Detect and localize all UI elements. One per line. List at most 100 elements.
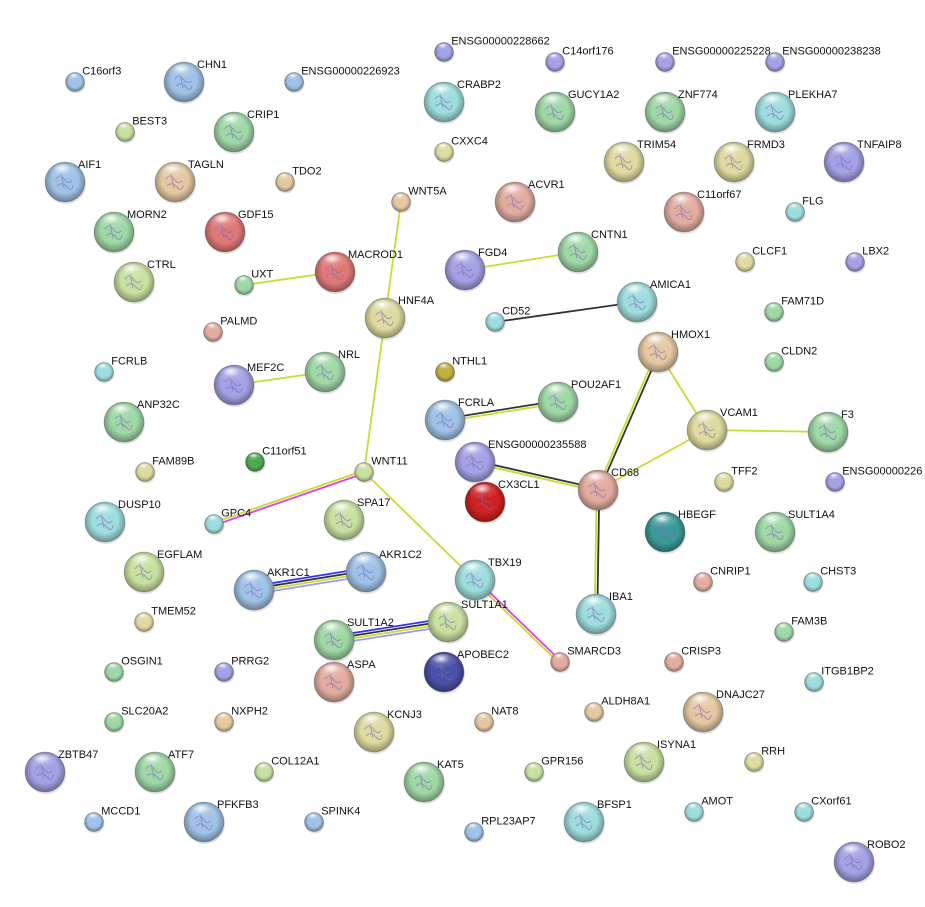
node-rpl23ap7[interactable]: RPL23AP7: [464, 815, 536, 844]
node-amot[interactable]: AMOT: [684, 795, 734, 824]
node-fam3b[interactable]: FAM3B: [774, 615, 828, 644]
node-cnrip1[interactable]: CNRIP1: [693, 565, 751, 594]
node-morn2[interactable]: MORN2: [93, 209, 167, 254]
node-cd68[interactable]: CD68: [577, 467, 639, 512]
node-mef2c[interactable]: MEF2C: [213, 362, 284, 407]
node-col12a1[interactable]: COL12A1: [254, 755, 320, 784]
node-sult1a2[interactable]: SULT1A2: [313, 617, 394, 662]
node-ensg00000228662[interactable]: ENSG00000228662: [434, 35, 550, 64]
node-clcf1[interactable]: CLCF1: [735, 245, 788, 274]
node-c16orf3[interactable]: C16orf3: [65, 65, 122, 94]
node-frmd3[interactable]: FRMD3: [713, 139, 785, 184]
node-vcam1[interactable]: VCAM1: [686, 407, 758, 452]
node-rrh[interactable]: RRH: [744, 745, 786, 774]
edge-CD52-AMICA1[interactable]: [494, 301, 638, 323]
node-ensg00000226923[interactable]: ENSG00000226923: [284, 65, 400, 94]
node-ensg00000235588[interactable]: ENSG00000235588: [454, 439, 586, 484]
node-akr1c1[interactable]: AKR1C1: [233, 567, 310, 612]
node-amica1[interactable]: AMICA1: [616, 279, 691, 324]
node-ctrl[interactable]: CTRL: [113, 259, 176, 304]
node-iba1[interactable]: IBA1: [575, 591, 633, 636]
edge-ENSG00000235588-CD68[interactable]: [474, 459, 599, 493]
node-c14orf176[interactable]: C14orf176: [545, 45, 614, 74]
node-best3[interactable]: BEST3: [115, 115, 168, 144]
node-spa17[interactable]: SPA17: [323, 497, 390, 542]
node-gpr156[interactable]: GPR156: [524, 755, 584, 784]
node-aldh8a1[interactable]: ALDH8A1: [584, 695, 651, 724]
node-slc20a2[interactable]: SLC20A2: [104, 705, 169, 734]
node-nat8[interactable]: NAT8: [474, 705, 519, 734]
edge-HMOX1-CD68[interactable]: [595, 351, 661, 491]
node-hmox1[interactable]: HMOX1: [637, 329, 710, 374]
node-dnajc27[interactable]: DNAJC27: [682, 689, 765, 734]
node-spink4[interactable]: SPINK4: [304, 805, 361, 834]
node-mccd1[interactable]: MCCD1: [84, 805, 141, 834]
node-osgin1[interactable]: OSGIN1: [104, 655, 163, 684]
node-aif1[interactable]: AIF1: [44, 159, 101, 204]
node-prrg2[interactable]: PRRG2: [214, 655, 270, 684]
node-egflam[interactable]: EGFLAM: [123, 549, 202, 594]
node-dusp10[interactable]: DUSP10: [84, 499, 161, 544]
node-f3[interactable]: F3: [807, 409, 854, 454]
node-tagln[interactable]: TAGLN: [154, 159, 224, 204]
node-lbx2[interactable]: LBX2: [845, 245, 890, 274]
node-trim54[interactable]: TRIM54: [603, 139, 676, 184]
node-cntn1[interactable]: CNTN1: [557, 229, 628, 274]
node-plekha7[interactable]: PLEKHA7: [754, 89, 838, 134]
node-c11orf67[interactable]: C11orf67: [663, 189, 741, 234]
node-wnt5a[interactable]: WNT5A: [391, 185, 448, 214]
edge-VCAM1-CD68[interactable]: [597, 429, 708, 491]
node-pfkfb3[interactable]: PFKFB3: [183, 799, 259, 844]
node-tmem52[interactable]: TMEM52: [134, 605, 196, 634]
node-nxph2[interactable]: NXPH2: [214, 705, 268, 734]
node-cxxc4[interactable]: CXXC4: [434, 135, 488, 164]
node-gpc4[interactable]: GPC4: [204, 507, 252, 536]
node-fam71d[interactable]: FAM71D: [764, 295, 825, 324]
node-cxorf61[interactable]: CXorf61: [794, 795, 852, 824]
node-sult1a4[interactable]: SULT1A4: [754, 509, 835, 554]
node-pou2af1[interactable]: POU2AF1: [537, 379, 621, 424]
node-akr1c2[interactable]: AKR1C2: [345, 549, 422, 594]
node-nrl[interactable]: NRL: [304, 349, 360, 394]
node-fcrlb[interactable]: FCRLB: [94, 355, 148, 384]
node-nthl1[interactable]: NTHL1: [435, 355, 488, 384]
node-ensg00000225228[interactable]: ENSG00000225228: [655, 45, 771, 74]
node-gdf15[interactable]: GDF15: [204, 209, 273, 254]
node-hbegf[interactable]: HBEGF: [644, 509, 716, 554]
node-cd52[interactable]: CD52: [485, 305, 531, 334]
node-ensg00000226[interactable]: ENSG00000226: [825, 465, 923, 494]
node-aspa[interactable]: ASPA: [313, 659, 376, 704]
node-cx3cl1[interactable]: CX3CL1: [464, 479, 540, 524]
node-wnt11[interactable]: WNT11: [354, 455, 408, 484]
node-smarcd3[interactable]: SMARCD3: [550, 645, 622, 674]
node-tdo2[interactable]: TDO2: [275, 165, 322, 194]
node-itgb1bp2[interactable]: ITGB1BP2: [804, 665, 874, 694]
node-anp32c[interactable]: ANP32C: [103, 399, 180, 444]
node-fam89b[interactable]: FAM89B: [135, 455, 195, 484]
edge-CD68-IBA1[interactable]: [593, 489, 601, 615]
node-znf774[interactable]: ZNF774: [644, 89, 718, 134]
node-crisp3[interactable]: CRISP3: [664, 645, 721, 674]
edge-WNT11-GPC4[interactable]: [213, 469, 365, 527]
node-macrod1[interactable]: MACROD1: [314, 249, 403, 294]
node-kcnj3[interactable]: KCNJ3: [353, 709, 422, 754]
node-tnfaip8[interactable]: TNFAIP8: [823, 139, 902, 184]
node-isyna1[interactable]: ISYNA1: [623, 739, 696, 784]
node-acvr1[interactable]: ACVR1: [494, 179, 565, 224]
node-tff2[interactable]: TFF2: [714, 465, 758, 494]
node-bfsp1[interactable]: BFSP1: [563, 799, 632, 844]
node-flg[interactable]: FLG: [785, 195, 824, 224]
edge-WNT11-TBX19[interactable]: [363, 471, 476, 581]
node-hnf4a[interactable]: HNF4A: [364, 295, 435, 340]
node-apobec2[interactable]: APOBEC2: [423, 649, 509, 694]
node-fcrla[interactable]: FCRLA: [424, 397, 495, 442]
node-uxt[interactable]: UXT: [234, 268, 274, 297]
node-crabp2[interactable]: CRABP2: [423, 79, 501, 124]
node-ensg00000238238[interactable]: ENSG00000238238: [765, 45, 881, 74]
node-gucy1a2[interactable]: GUCY1A2: [534, 89, 619, 134]
node-chn1[interactable]: CHN1: [163, 59, 227, 104]
node-palmd[interactable]: PALMD: [203, 315, 258, 344]
edge-HNF4A-WNT11[interactable]: [363, 317, 386, 473]
node-zbtb47[interactable]: ZBTB47: [24, 749, 98, 794]
node-c11orf51[interactable]: C11orf51: [245, 445, 307, 474]
